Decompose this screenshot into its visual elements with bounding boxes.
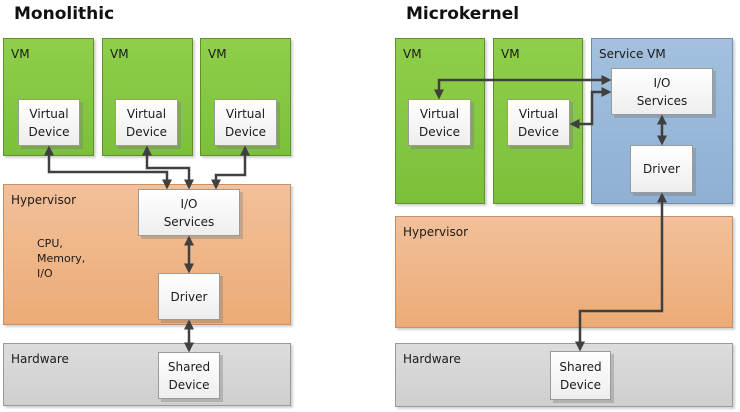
microkernel-title: Microkernel — [406, 4, 520, 24]
hypervisor-label: Hypervisor — [11, 193, 77, 207]
virtual-device-2: Virtual Device — [115, 99, 178, 146]
hypervisor-resources-note: CPU, Memory, I/O — [37, 237, 86, 280]
arrow-mk-vd2-io — [569, 87, 612, 129]
driver-box: Driver — [158, 273, 220, 320]
hardware-label: Hardware — [11, 352, 69, 366]
vm-label: VM — [11, 47, 30, 61]
vm-label: VM — [501, 47, 520, 61]
vm-label: VM — [110, 47, 129, 61]
arrow-mk-driver-shared — [575, 192, 667, 352]
hardware-label: Hardware — [403, 352, 461, 366]
mk-driver-box: Driver — [630, 145, 693, 193]
monolithic-title: Monolithic — [14, 4, 115, 24]
hardware-box: Hardware — [3, 343, 291, 406]
mk-io-services-box: I/O Services — [611, 68, 713, 115]
io-services-box: I/O Services — [138, 189, 240, 236]
shared-device-box: Shared Device — [158, 352, 220, 399]
mk-hypervisor-box: Hypervisor — [395, 216, 733, 328]
mk-shared-device-box: Shared Device — [550, 351, 611, 400]
vm-label: VM — [403, 47, 422, 61]
vm-label: VM — [208, 47, 227, 61]
service-vm-label: Service VM — [599, 47, 666, 61]
arrow-mk-vd1-io — [434, 75, 612, 100]
arrow-vd3-io — [211, 145, 250, 190]
arrow-vd2-io — [142, 145, 194, 190]
virtual-device-1: Virtual Device — [18, 99, 80, 146]
hypervisor-label: Hypervisor — [403, 225, 469, 239]
mk-virtual-device-1: Virtual Device — [408, 99, 471, 146]
